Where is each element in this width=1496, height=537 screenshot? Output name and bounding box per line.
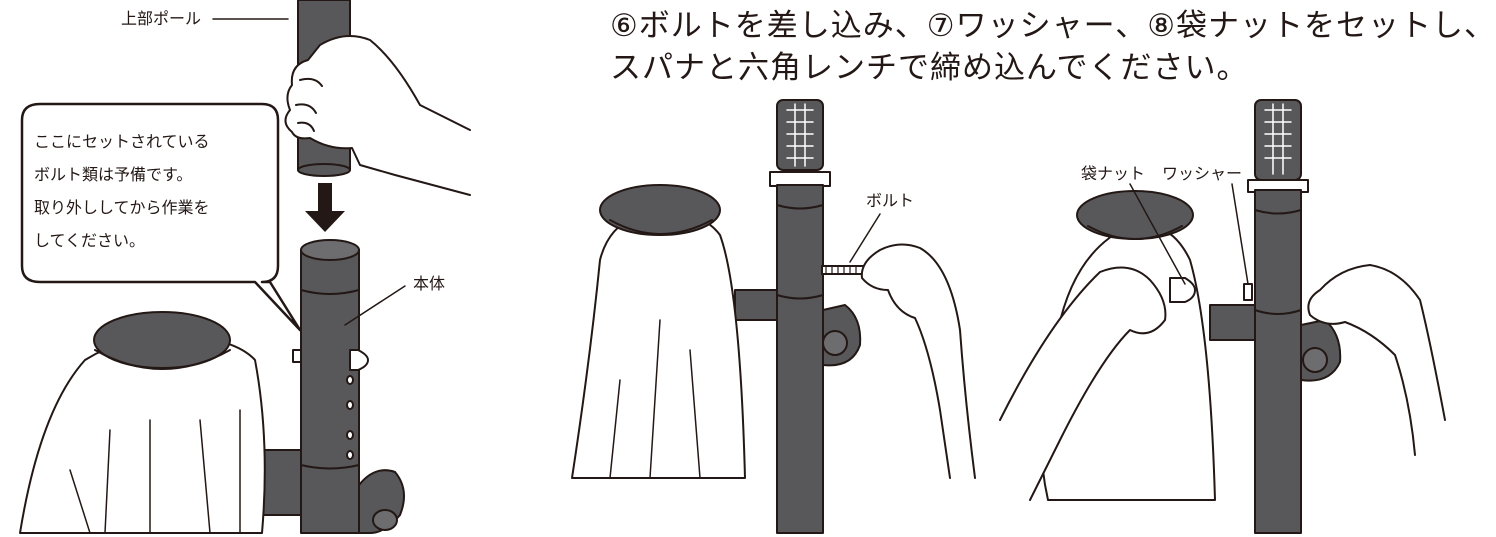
label-body: 本体	[413, 274, 446, 293]
pole-middle	[776, 184, 824, 534]
seat-cap-middle	[599, 184, 721, 236]
hand-middle	[860, 243, 976, 479]
down-arrow-shaft	[318, 183, 332, 213]
callout-line-4: してください。	[34, 231, 146, 250]
label-washer: ワッシャー	[1162, 164, 1243, 183]
hand-right-left	[999, 266, 1167, 501]
callout-line-2: ボルト類は予備です。	[34, 165, 193, 184]
top-knob-middle	[776, 99, 824, 171]
instruction-line-2: スパナと六角レンチで締め込んでください。	[610, 50, 1249, 86]
instruction-line-1: ⑥ボルトを差し込み、⑦ワッシャー、⑧袋ナットをセットし、	[610, 8, 1496, 44]
label-upper-pole: 上部ポール	[121, 9, 202, 28]
cap-nut-left	[349, 349, 369, 371]
callout-bubble	[20, 102, 302, 332]
label-bolt: ボルト	[866, 191, 915, 210]
callout-line-1: ここにセットされている	[34, 132, 210, 151]
cap-nut-right	[1169, 277, 1196, 303]
seat-cap-right	[1076, 190, 1194, 240]
assembly-illustration: 上部ポール 本体 ボルト 袋ナット ワッシャー ⑥ボルトを差し込み、⑦ワッシャー…	[19, 0, 1495, 534]
right-panel	[999, 99, 1446, 534]
washer-right	[1243, 283, 1253, 301]
top-knob-right	[1254, 99, 1302, 181]
middle-panel	[571, 99, 976, 534]
label-cap-nut: 袋ナット	[1081, 164, 1146, 183]
pole-right	[1254, 189, 1302, 534]
callout-line-3: 取り外ししてから作業を	[34, 198, 210, 217]
hand-right-right	[1307, 264, 1446, 456]
hand-left-panel	[284, 35, 471, 196]
main-pole	[300, 249, 360, 534]
down-arrow-head	[305, 211, 345, 232]
assembly-drawing	[19, 0, 1446, 534]
left-panel	[19, 0, 471, 534]
